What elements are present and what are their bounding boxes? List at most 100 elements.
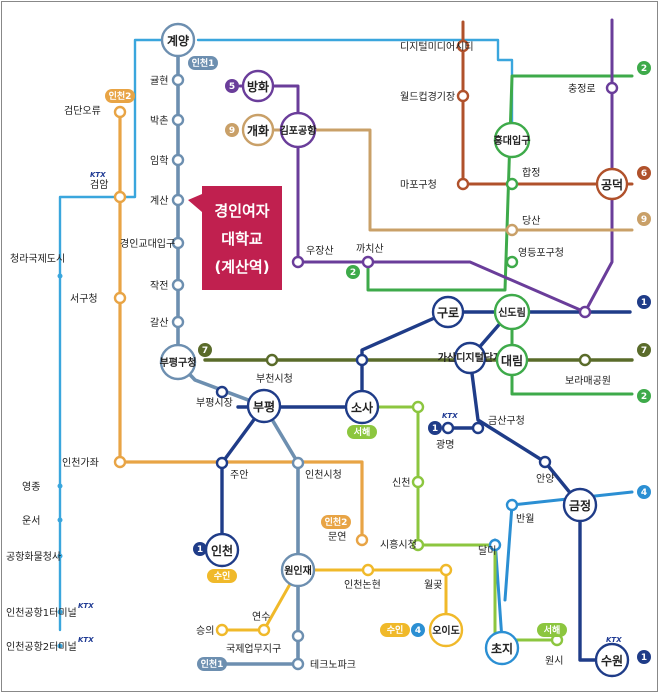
station-dot-seogu-office[interactable] [113, 291, 127, 305]
station-dot-dalmi[interactable] [488, 538, 502, 552]
station-dot-jakjeon[interactable] [171, 278, 185, 292]
station-dot-bakchon[interactable] [171, 113, 185, 127]
line-badge-1: 1 [193, 542, 207, 556]
label-worldcup: 월드컵경기장 [400, 90, 455, 103]
line-badge-number: 7 [202, 346, 208, 356]
station-dot-sungui[interactable] [215, 623, 229, 637]
station-sindorim-circle[interactable] [493, 293, 531, 331]
station-dot-imhak[interactable] [171, 153, 185, 167]
station-choji-circle[interactable] [484, 630, 520, 666]
line-airport-railroad [58, 38, 180, 632]
station-gyeyang-circle[interactable] [160, 22, 196, 58]
station-sosa-circle[interactable] [344, 389, 380, 425]
station-oido-circle[interactable] [428, 612, 464, 648]
station-dot-int-business[interactable] [291, 629, 305, 643]
station-woninjae-circle[interactable] [280, 552, 316, 588]
line-badge-4: 4 [637, 485, 651, 499]
station-dot-yeongdeungpo-gu[interactable] [505, 255, 519, 269]
station-daerim-circle[interactable] [495, 343, 529, 377]
station-dot-boramae[interactable] [578, 353, 592, 367]
station-bupyeong-gu-label: 부평구청 [160, 356, 197, 369]
station-dots [113, 39, 619, 671]
station-dot-incheon-city-hall[interactable] [291, 456, 305, 470]
station-dot-banwol[interactable] [505, 498, 519, 512]
station-dot-cargo-terminal[interactable] [57, 553, 63, 559]
line-badge-number: 9 [229, 126, 235, 136]
station-dot-wolgot[interactable] [439, 563, 453, 577]
station-dot-line-junction-1[interactable] [355, 353, 369, 367]
station-dot-line5-junction[interactable] [578, 305, 592, 319]
station-suwon-circle[interactable] [594, 642, 630, 678]
line-badge-circle [346, 265, 360, 279]
station-hongik-circle[interactable] [493, 121, 531, 159]
label-gwangmyeong: 광명 [436, 439, 454, 451]
station-dot-seohae-so[interactable] [411, 400, 425, 414]
station-dot-juan[interactable] [215, 456, 229, 470]
station-dot-incheon-gajwa[interactable] [113, 455, 127, 469]
callout-text-line3: (계산역) [214, 258, 269, 276]
station-gasan-circle[interactable] [453, 341, 487, 375]
station-dot-galsan[interactable] [171, 315, 185, 329]
label-banwol: 반월 [516, 513, 534, 525]
station-dot-geomam[interactable] [113, 190, 127, 204]
station-dot-anyang[interactable] [538, 455, 552, 469]
station-dot-munyeon[interactable] [355, 533, 369, 547]
station-gongdeok-label: 공덕 [601, 177, 623, 192]
station-guro-label: 구로 [437, 306, 459, 320]
pill-label: 서해 [537, 623, 567, 637]
station-dot-unseo[interactable] [57, 517, 63, 523]
station-gongdeok-circle[interactable] [595, 167, 629, 201]
station-gaehwa-circle[interactable] [241, 113, 275, 147]
line-5 [238, 18, 614, 314]
station-dot-airport-t1[interactable] [57, 609, 63, 615]
station-dot-kkachisan[interactable] [361, 255, 375, 269]
label-galsan: 갈산 [150, 316, 168, 329]
station-guro-circle[interactable] [431, 295, 465, 329]
label-seogu-office: 서구청 [70, 293, 98, 305]
label-bucheon-city-hall: 부천시청 [256, 373, 293, 385]
station-dot-airport-t2[interactable] [57, 643, 63, 649]
pill-label: 인천1 [188, 56, 218, 70]
station-dot-gyulhyeon[interactable] [171, 73, 185, 87]
station-dot-geomdan-oryu[interactable] [113, 105, 127, 119]
station-dot-yeongjong[interactable] [57, 483, 63, 489]
line-badge-2: 2 [637, 389, 651, 403]
airport-dots [57, 273, 63, 649]
line-badge-circle [637, 389, 651, 403]
station-dot-gwangmyeong[interactable] [441, 421, 455, 435]
station-dot-gyesan[interactable] [171, 193, 185, 207]
station-gimpo-airport-circle[interactable] [279, 111, 317, 149]
station-dot-ujangsan[interactable] [291, 255, 305, 269]
station-dot-dangsan[interactable] [505, 223, 519, 237]
pill-label-bg [380, 623, 410, 637]
station-geumjeong-circle[interactable] [562, 487, 598, 523]
station-incheon-label: 인천 [211, 543, 233, 558]
station-dot-incheon-nonhyeon[interactable] [361, 563, 375, 577]
station-dot-siheung-city-hall[interactable] [411, 538, 425, 552]
label-bupyeong-market: 부평시장 [196, 397, 233, 409]
station-dot-chungjeongno[interactable] [605, 81, 619, 95]
label-airport-t2: 인천공항2터미널 [6, 641, 77, 653]
label-wolgot: 월곶 [424, 579, 442, 591]
ktx-logo-gwangmyeong: KTX [442, 412, 458, 420]
station-dot-worldcup[interactable] [456, 89, 470, 103]
station-banghwa-circle[interactable] [241, 69, 275, 103]
station-dot-bucheon-city-hall[interactable] [265, 353, 279, 367]
station-dot-cheongna[interactable] [57, 273, 63, 279]
station-gaehwa-label: 개화 [247, 123, 269, 138]
callout-box [188, 186, 282, 290]
pill-label: 수인 [380, 623, 410, 637]
station-bupyeong-circle[interactable] [246, 388, 282, 424]
station-bupyeong-gu-circle[interactable] [159, 343, 197, 381]
station-dot-gyeongin-univ[interactable] [171, 236, 185, 250]
label-yeonsu: 연수 [252, 611, 270, 623]
label-technopark: 테크노파크 [310, 659, 356, 671]
station-dot-sincheon[interactable] [411, 475, 425, 489]
station-dot-mapo[interactable] [456, 177, 470, 191]
station-dot-yeonsu[interactable] [257, 623, 271, 637]
station-dot-hapjeong[interactable] [505, 177, 519, 191]
station-dot-geumcheon-gu[interactable] [471, 421, 485, 435]
station-dot-dmc[interactable] [456, 39, 470, 53]
station-dot-bupyeong-market[interactable] [215, 385, 229, 399]
station-dot-technopark[interactable] [291, 657, 305, 671]
